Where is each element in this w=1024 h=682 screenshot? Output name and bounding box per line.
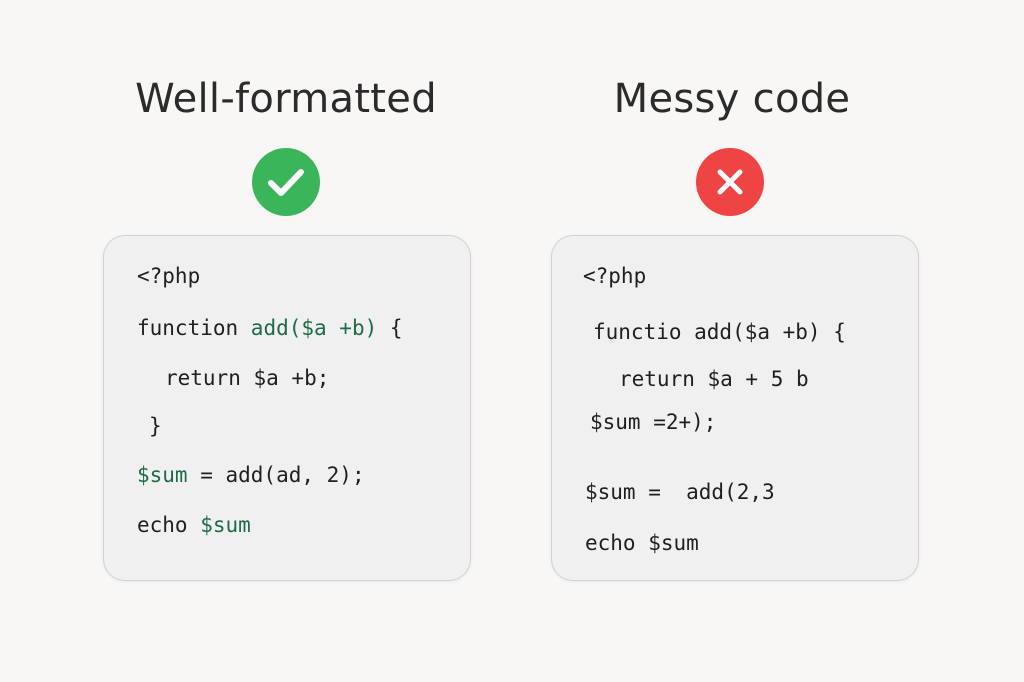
good-title: Well-formatted xyxy=(135,76,437,122)
code-token: { xyxy=(377,316,403,340)
code-token: return $a +b; xyxy=(165,366,330,390)
code-token: $sum xyxy=(137,463,188,487)
code-token: function xyxy=(137,316,251,340)
bad-title: Messy code xyxy=(613,76,851,122)
good-code-line: function add($a +b) { xyxy=(137,318,403,339)
code-token: $sum xyxy=(200,513,251,537)
good-code-card xyxy=(103,235,471,581)
code-token: = add(ad, 2); xyxy=(187,463,365,487)
code-token: <?php xyxy=(583,264,647,288)
good-code-line: echo $sum xyxy=(137,515,251,536)
code-token: } xyxy=(149,414,162,438)
code-token: echo $sum xyxy=(585,531,699,555)
good-code-line: return $a +b; xyxy=(165,368,329,389)
code-token: return $a + 5 b xyxy=(619,367,809,391)
bad-code-card xyxy=(551,235,919,581)
good-code-line: } xyxy=(149,416,162,437)
good-code-line: <?php xyxy=(137,266,200,287)
bad-code-line: $sum = add(2,3 xyxy=(585,482,775,503)
bad-code-line: functio add($a +b) { xyxy=(593,322,846,343)
check-icon xyxy=(252,148,320,216)
bad-code-line: $sum =2+); xyxy=(590,412,716,433)
code-token: echo xyxy=(137,513,201,537)
code-token: $sum = add(2,3 xyxy=(585,480,775,504)
x-icon xyxy=(696,148,764,216)
code-token: functio add($a +b) { xyxy=(593,320,846,344)
good-code-line: $sum = add(ad, 2); xyxy=(137,465,365,486)
code-token: $sum =2+); xyxy=(590,410,717,434)
bad-code-line: return $a + 5 b xyxy=(619,369,809,390)
bad-code-line: echo $sum xyxy=(585,533,699,554)
bad-code-line: <?php xyxy=(583,266,646,287)
code-token: <?php xyxy=(137,264,201,288)
code-token: add($a +b) xyxy=(250,316,378,340)
